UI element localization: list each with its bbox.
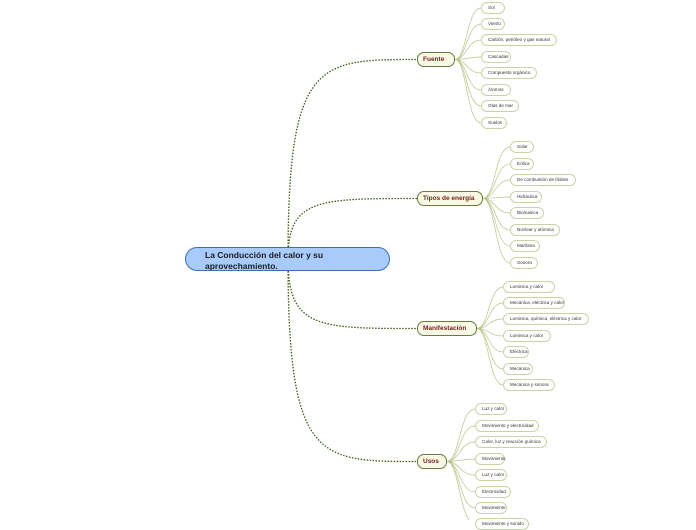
branch-subtopic-connector xyxy=(476,328,504,370)
root-topic-label: La Conducción del calor y su aprovechami… xyxy=(205,250,324,271)
subtopic-node[interactable]: Mecánica, eléctrica y calor xyxy=(503,297,565,309)
subtopic-label: Movimiento xyxy=(482,505,506,510)
subtopic-node[interactable]: De combustión de fósiles xyxy=(510,174,576,186)
root-branch-connector xyxy=(287,197,418,260)
subtopic-node[interactable]: Calor, luz y reacción química xyxy=(475,436,547,448)
subtopic-node[interactable]: Luminica, química, eléctrica y calor xyxy=(503,313,589,325)
branch-subtopic-connector xyxy=(454,59,482,107)
branch-subtopic-connector xyxy=(476,328,504,386)
subtopic-label: Nuclear y atómica xyxy=(517,227,554,232)
subtopic-label: Eólica xyxy=(517,161,530,166)
subtopic-label: Luminica y calor xyxy=(510,284,544,289)
subtopic-label: Luz y calor xyxy=(482,406,505,411)
subtopic-label: Viento xyxy=(488,21,501,26)
subtopic-label: Biomasica xyxy=(517,210,539,215)
subtopic-label: Hidráulica xyxy=(517,194,538,199)
subtopic-node[interactable]: Movimiento y electricidad xyxy=(475,420,539,432)
branch-subtopic-connector xyxy=(446,441,476,462)
subtopic-label: Luminica, química, eléctrica y calor xyxy=(510,316,582,321)
subtopic-label: Mecánica, eléctrica y calor xyxy=(510,300,565,305)
subtopic-label: Marítima xyxy=(517,243,535,248)
subtopic-label: Movimiento y sonido xyxy=(482,521,524,526)
subtopic-label: Movimiento y electricidad xyxy=(482,423,534,428)
branch-topic-label: Usos xyxy=(423,458,439,465)
root-topic[interactable]: La Conducción del calor y su aprovechami… xyxy=(185,247,390,271)
subtopic-node[interactable]: Átomos xyxy=(481,84,511,96)
subtopic-label: Mecánica y sonora xyxy=(510,382,549,387)
branch-topic-label: Manifestación xyxy=(423,325,467,332)
branch-subtopic-connector xyxy=(476,328,504,353)
subtopic-label: Sol xyxy=(488,5,495,10)
subtopic-node[interactable]: Suelos xyxy=(481,117,507,129)
subtopic-node[interactable]: Movimiento xyxy=(475,453,506,465)
branch-topic-tipos-de-energia[interactable]: Tipos de energía xyxy=(417,191,483,206)
branch-subtopic-connector xyxy=(482,198,511,247)
root-branch-connector xyxy=(287,58,418,260)
branch-topic-manifestacion[interactable]: Manifestación xyxy=(417,321,477,336)
subtopic-node[interactable]: Olas de mar xyxy=(481,100,519,112)
subtopic-label: Suelos xyxy=(488,120,503,125)
branch-subtopic-connector xyxy=(454,59,482,124)
branch-subtopic-connector xyxy=(454,39,482,60)
subtopic-node[interactable]: Compuesto orgánico xyxy=(481,67,537,79)
branch-subtopic-connector xyxy=(446,425,476,462)
branch-subtopic-connector xyxy=(482,179,511,199)
subtopic-node[interactable]: Marítima xyxy=(510,240,540,252)
subtopic-label: Mecánica xyxy=(510,366,530,371)
subtopic-label: Cascadas xyxy=(488,54,509,59)
subtopic-label: Átomos xyxy=(488,87,504,92)
branch-topic-label: Fuente xyxy=(423,56,445,63)
subtopic-node[interactable]: Luz y calor xyxy=(475,403,507,415)
branch-subtopic-connector xyxy=(482,198,511,264)
subtopic-label: Calor, luz y reacción química xyxy=(482,439,541,444)
subtopic-node[interactable]: Movimiento xyxy=(475,502,507,514)
subtopic-node[interactable]: Eléctrica xyxy=(503,346,529,358)
branch-subtopic-connector xyxy=(446,408,476,462)
branch-subtopic-connector xyxy=(482,163,511,199)
subtopic-label: Compuesto orgánico xyxy=(488,70,531,75)
branch-subtopic-connector xyxy=(454,23,482,60)
subtopic-node[interactable]: Luz y calor xyxy=(475,469,507,481)
branch-subtopic-connector xyxy=(482,146,511,199)
subtopic-node[interactable]: Hidráulica xyxy=(510,191,542,203)
branch-subtopic-connector xyxy=(476,318,504,329)
subtopic-label: Solar xyxy=(517,144,528,149)
subtopic-label: Olas de mar xyxy=(488,103,514,108)
subtopic-node[interactable]: Solar xyxy=(510,141,534,153)
subtopic-node[interactable]: Sol xyxy=(481,2,505,14)
root-branch-connector xyxy=(287,258,418,330)
branch-topic-usos[interactable]: Usos xyxy=(417,454,447,469)
subtopic-node[interactable]: Nuclear y atómica xyxy=(510,224,560,236)
subtopic-node[interactable]: Luminica y calor xyxy=(503,281,555,293)
branch-subtopic-connector xyxy=(454,7,482,60)
subtopic-label: Luminica y calor xyxy=(510,333,544,338)
subtopic-node[interactable]: Electricidad xyxy=(475,486,511,498)
subtopic-node[interactable]: Cascadas xyxy=(481,51,511,63)
subtopic-label: Movimiento xyxy=(482,456,506,461)
subtopic-label: Electricidad xyxy=(482,489,506,494)
branch-subtopic-connector xyxy=(446,461,470,520)
subtopic-label: Sonora xyxy=(517,260,532,265)
subtopic-node[interactable]: Sonora xyxy=(510,257,538,269)
subtopic-node[interactable]: Viento xyxy=(481,18,505,30)
branch-subtopic-connector xyxy=(446,461,476,509)
subtopic-label: Eléctrica xyxy=(510,349,528,354)
subtopic-label: De combustión de fósiles xyxy=(517,177,569,182)
subtopic-node[interactable]: Eólica xyxy=(510,158,534,170)
subtopic-node[interactable]: Mecánica y sonora xyxy=(503,379,555,391)
branch-topic-label: Tipos de energía xyxy=(423,195,475,202)
root-branch-connector xyxy=(287,258,418,463)
subtopic-node[interactable]: Mecánica xyxy=(503,363,533,375)
branch-subtopic-connector xyxy=(476,302,504,329)
branch-subtopic-connector xyxy=(476,286,504,329)
subtopic-node[interactable]: Carbón, petróleo y gas natural xyxy=(481,34,557,46)
subtopic-label: Luz y calor xyxy=(482,472,505,477)
subtopic-label: Carbón, petróleo y gas natural xyxy=(488,37,550,42)
branch-topic-fuente[interactable]: Fuente xyxy=(417,52,455,67)
subtopic-node[interactable]: Biomasica xyxy=(510,207,544,219)
subtopic-node[interactable]: Luminica y calor xyxy=(503,330,551,342)
